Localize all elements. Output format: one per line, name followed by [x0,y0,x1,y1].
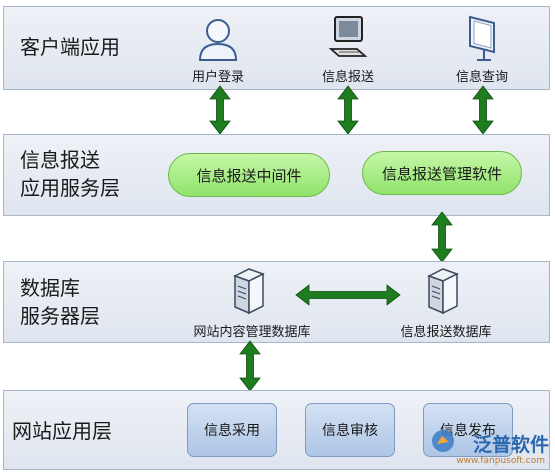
computer-icon [328,16,368,57]
service-layer-title-line1: 信息报送 [20,148,100,172]
cms-db-label: 网站内容管理数据库 [193,325,311,340]
info-adopt-box: 信息采用 [187,403,277,457]
client-layer-title: 客户端应用 [20,35,120,59]
arrow-report-to-service [337,85,359,135]
database-layer: 数据库 服务器层 [3,261,550,343]
server-icon-report [427,268,459,315]
arrow-query-to-management [472,85,494,135]
client-layer: 客户端应用 [3,6,550,90]
report-db-label: 信息报送数据库 [400,325,492,340]
brand-url: www.fanpusoft.com [456,456,545,466]
arrow-login-to-middleware [209,85,231,135]
database-layer-title-line2: 服务器层 [20,304,100,328]
info-report-label: 信息报送 [321,70,375,85]
info-review-box: 信息审核 [305,403,395,457]
middleware-node: 信息报送中间件 [168,153,330,197]
monitor-icon [469,15,495,61]
service-layer-title-line2: 应用服务层 [20,176,120,200]
website-layer-title: 网站应用层 [12,419,112,443]
management-software-node: 信息报送管理软件 [362,151,522,195]
arrow-cms-db-to-website [239,340,261,392]
arrow-cms-db-to-report-db [295,284,401,306]
database-layer-title-line1: 数据库 [20,276,80,300]
user-login-label: 用户登录 [191,70,245,85]
info-publish-box: 信息发布 [423,403,513,457]
brand-logo-icon [432,430,454,452]
server-icon-cms [233,268,265,315]
brand-watermark: 泛普软件 [472,434,549,456]
arrow-management-to-report-db [431,211,453,263]
info-query-label: 信息查询 [455,70,509,85]
user-icon [198,19,238,61]
